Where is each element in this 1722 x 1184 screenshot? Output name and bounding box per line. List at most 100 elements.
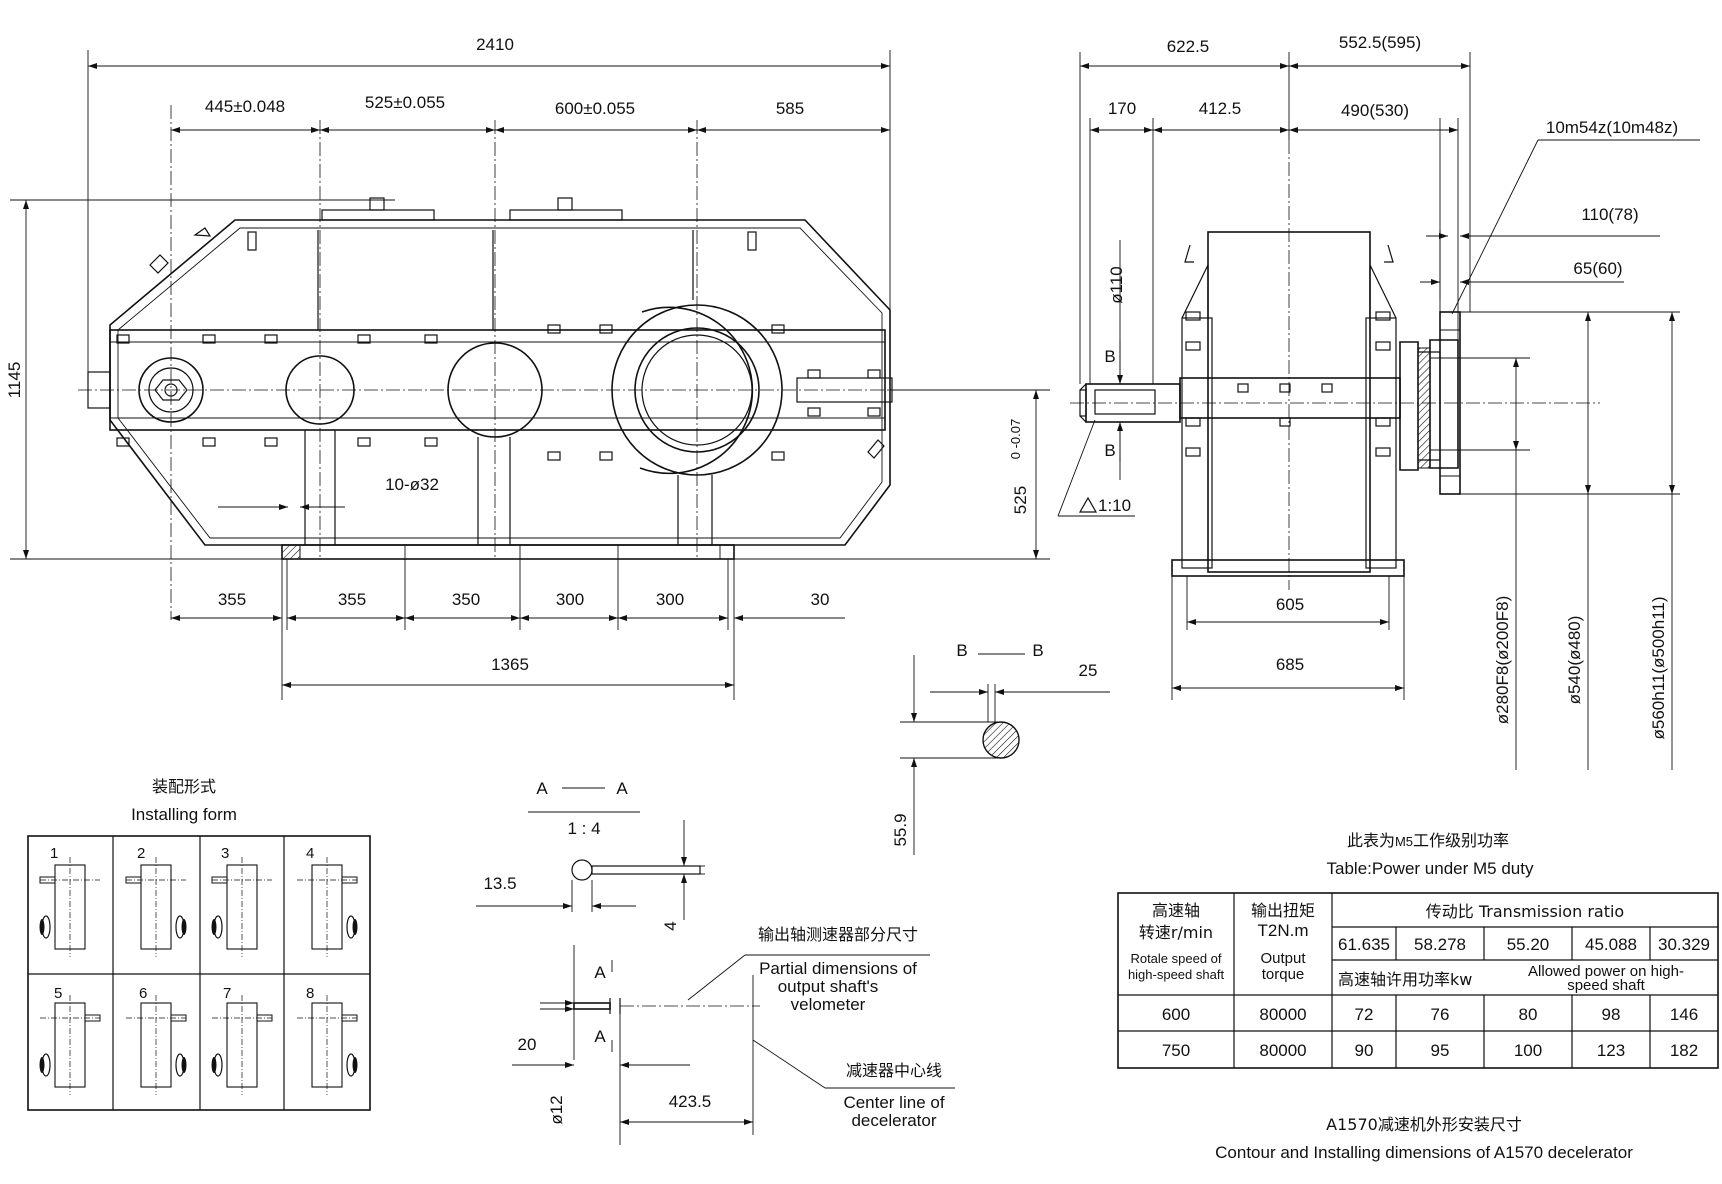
form-cell-8: 8 <box>306 985 314 1002</box>
center-line-en-1: Center line of <box>843 1093 944 1112</box>
form-cell-2: 2 <box>137 845 145 862</box>
dim-685: 685 <box>1276 655 1304 674</box>
col2-header-unit: T2N.m <box>1258 921 1309 940</box>
dim-110-78: 110(78) <box>1581 205 1638 224</box>
section-b-bottom: B <box>1104 441 1115 460</box>
col2-header-cn: 输出扭矩 <box>1251 901 1315 920</box>
dim-622-5: 622.5 <box>1167 37 1210 56</box>
dim-423-5: 423.5 <box>669 1092 712 1111</box>
dim-4: 4 <box>661 921 680 930</box>
form-cell-4: 4 <box>306 845 314 862</box>
section-aa-scale: 1 : 4 <box>567 819 600 838</box>
col1-header-cn-2: 转速r/min <box>1139 923 1213 942</box>
section-aa: A A 1 : 4 13.5 4 A A 20 ø12 423.5 输出轴测速器… <box>476 779 955 1145</box>
row1-value-3: 80 <box>1519 1005 1538 1024</box>
velometer-note-cn: 输出轴测速器部分尺寸 <box>758 925 918 944</box>
dim-seg3: 600±0.055 <box>555 99 635 118</box>
installing-form-glyph <box>39 857 100 957</box>
section-bb-left: B <box>956 641 967 660</box>
ratio-4: 45.088 <box>1585 935 1637 954</box>
form-cell-3: 3 <box>221 845 229 862</box>
form-cell-5: 5 <box>54 985 62 1002</box>
dim-foot-total: 1365 <box>491 655 529 674</box>
dim-foot6: 30 <box>811 590 830 609</box>
ratio-header: 传动比 Transmission ratio <box>1426 902 1624 921</box>
installing-form-glyph <box>125 857 187 957</box>
velometer-note-en-2: output shaft's <box>778 977 879 996</box>
dim-55-9: 55.9 <box>891 813 910 846</box>
dim-412-5: 412.5 <box>1199 99 1242 118</box>
footer-title-en: Contour and Installing dimensions of A15… <box>1215 1143 1633 1162</box>
form-cell-6: 6 <box>139 985 147 1002</box>
side-view <box>1057 52 1700 770</box>
dim-foot1: 355 <box>218 590 246 609</box>
row1-value-4: 98 <box>1602 1005 1621 1024</box>
section-bb: B B 25 55.9 <box>891 641 1110 855</box>
spline-spec: 10m54z(10m48z) <box>1546 118 1678 137</box>
dim-25: 25 <box>1079 661 1098 680</box>
dim-490: 490(530) <box>1341 101 1409 120</box>
dim-overall-length: 2410 <box>476 35 514 54</box>
power-table: 此表为M5工作级别功率 Table:Power under M5 duty 高速… <box>1117 831 1719 1069</box>
dim-center-height: 525 <box>1011 486 1030 514</box>
side-view-labels: 622.5 552.5(595) 170 412.5 490(530) 10m5… <box>1078 33 1678 740</box>
power-header-cn: 高速轴许用功率kw <box>1338 970 1472 989</box>
power-header-en-2: speed shaft <box>1567 977 1645 994</box>
dim-13-5: 13.5 <box>483 874 516 893</box>
section-a-bottom: A <box>594 1027 606 1046</box>
section-b-top: B <box>1104 347 1115 366</box>
front-view-labels: 2410 445±0.048 525±0.055 600±0.055 585 1… <box>5 35 1030 674</box>
center-line-en-2: decelerator <box>851 1111 936 1130</box>
dim-foot4: 300 <box>556 590 584 609</box>
col1-header-cn-1: 高速轴 <box>1152 901 1200 920</box>
ratio-3: 55.20 <box>1507 935 1550 954</box>
dim-seg4: 585 <box>776 99 804 118</box>
row1-value-5: 146 <box>1670 1005 1698 1024</box>
form-cell-7: 7 <box>223 985 231 1002</box>
table-caption-en: Table:Power under M5 duty <box>1327 859 1534 878</box>
installing-form-glyph <box>297 995 358 1095</box>
section-aa-left: A <box>536 779 548 798</box>
dim-foot5: 300 <box>656 590 684 609</box>
dim-height: 1145 <box>5 362 24 399</box>
installing-form-glyph <box>211 995 273 1095</box>
dim-280: ø280F8(ø200F8) <box>1493 596 1512 725</box>
col1-header-en-2: high-speed shaft <box>1128 967 1225 982</box>
section-bb-right: B <box>1032 641 1043 660</box>
col2-header-en-1: Output <box>1260 950 1306 967</box>
dim-foot3: 350 <box>452 590 480 609</box>
form-cell-1: 1 <box>50 845 58 862</box>
table-caption-cn: 此表为M5工作级别功率 <box>1347 831 1509 850</box>
section-aa-right: A <box>616 779 628 798</box>
ratio-2: 58.278 <box>1414 935 1466 954</box>
row2-value-4: 123 <box>1597 1041 1625 1060</box>
ratio-5: 30.329 <box>1658 935 1710 954</box>
dim-seg2: 525±0.055 <box>365 93 445 112</box>
front-view <box>10 50 1050 700</box>
row2-value-3: 100 <box>1514 1041 1542 1060</box>
row1-value-1: 72 <box>1355 1005 1374 1024</box>
power-header-en-1: Allowed power on high- <box>1528 963 1684 980</box>
row2-speed: 750 <box>1162 1041 1190 1060</box>
dim-65-60: 65(60) <box>1573 259 1622 278</box>
row2-value-2: 95 <box>1431 1041 1450 1060</box>
installing-form-title-en: Installing form <box>131 805 237 824</box>
dim-d12: ø12 <box>547 1095 566 1124</box>
taper-ratio: 1:10 <box>1098 496 1131 515</box>
row2-torque: 80000 <box>1259 1041 1306 1060</box>
ratio-1: 61.635 <box>1338 935 1390 954</box>
dim-560: ø560h11(ø500h11) <box>1649 596 1668 739</box>
installing-form-glyph <box>39 995 101 1095</box>
taper-triangle-icon <box>1078 496 1098 513</box>
row1-torque: 80000 <box>1259 1005 1306 1024</box>
dim-20: 20 <box>518 1035 537 1054</box>
center-line-cn: 减速器中心线 <box>846 1061 942 1080</box>
installing-form-glyph <box>297 857 358 957</box>
dim-170: 170 <box>1108 99 1136 118</box>
installing-form-glyph <box>211 857 272 957</box>
row2-value-1: 90 <box>1355 1041 1374 1060</box>
dim-center-height-tol: 0 -0.07 <box>1008 419 1023 459</box>
row1-speed: 600 <box>1162 1005 1190 1024</box>
